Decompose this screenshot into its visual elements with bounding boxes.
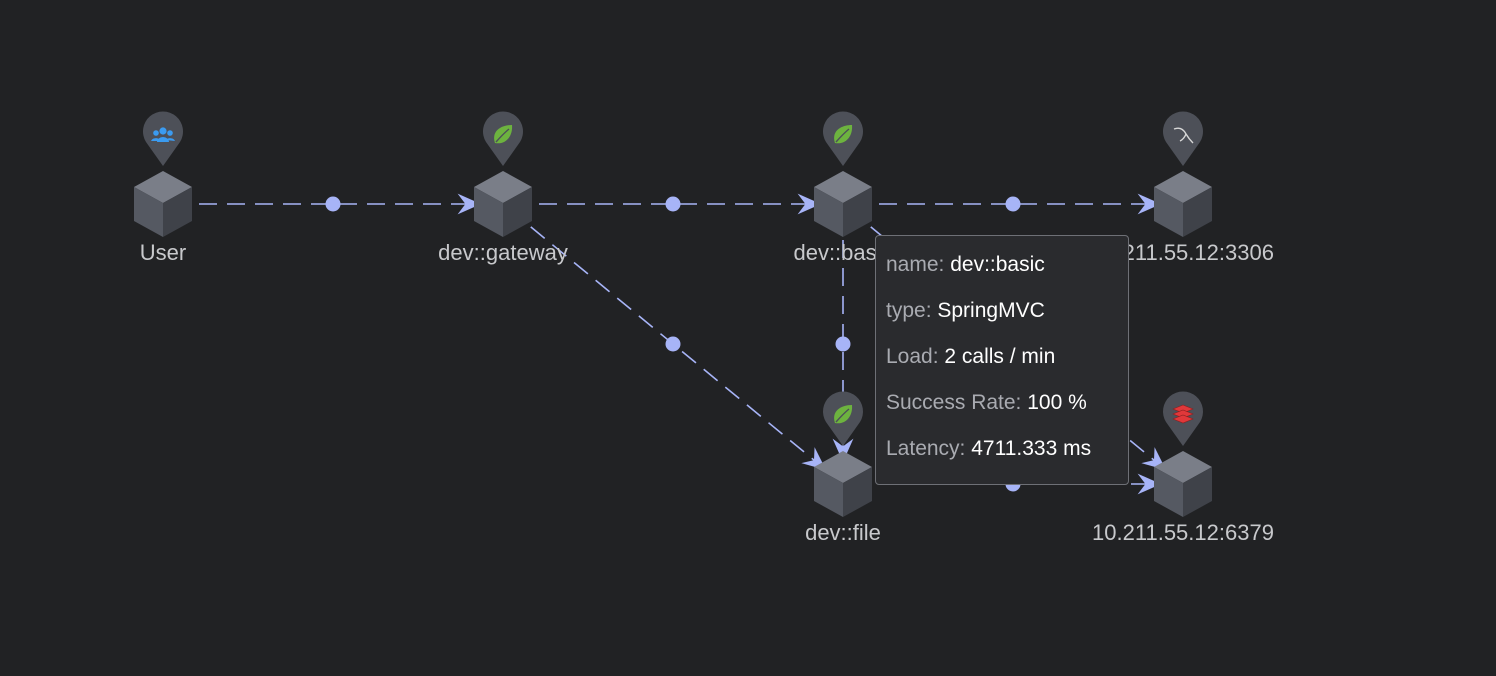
edge-midpoint-dot[interactable]: [665, 196, 681, 212]
tooltip-key: name:: [886, 253, 945, 276]
node-cube[interactable]: [474, 171, 532, 237]
node-label-user: User: [139, 240, 187, 265]
tooltip-row-type: type: SpringMVC: [886, 300, 1118, 346]
mysql-dolphin-icon: [1163, 111, 1204, 166]
edge-midpoint-dot[interactable]: [1005, 196, 1021, 212]
node-label-gateway: dev::gateway: [438, 240, 568, 265]
tooltip-row-load: Load: 2 calls / min: [886, 346, 1118, 392]
node-cube[interactable]: [1154, 171, 1212, 237]
spring-leaf-icon: [823, 111, 864, 166]
tooltip-key: type:: [886, 299, 932, 322]
node-user[interactable]: [134, 111, 192, 237]
node-redis[interactable]: [1154, 391, 1212, 517]
nodes-layer: [134, 111, 1212, 517]
node-label-file: dev::file: [805, 520, 881, 545]
tooltip-value: 100 %: [1027, 391, 1087, 414]
tooltip-value: SpringMVC: [937, 299, 1045, 322]
redis-stack-icon: [1163, 391, 1203, 446]
tooltip-key: Latency:: [886, 437, 966, 460]
node-cube[interactable]: [134, 171, 192, 237]
edge-gateway-basic[interactable]: [539, 193, 821, 215]
spring-leaf-icon: [483, 111, 523, 166]
edge-user-gateway[interactable]: [199, 193, 481, 215]
edge-midpoint-dot[interactable]: [325, 196, 341, 212]
node-mysql[interactable]: [1154, 111, 1212, 237]
tooltip-value: 4711.333 ms: [971, 437, 1092, 460]
edge-midpoint-dot[interactable]: [665, 336, 681, 352]
tooltip-value: 2 calls / min: [944, 345, 1056, 368]
node-gateway[interactable]: [474, 111, 532, 237]
node-cube[interactable]: [814, 171, 872, 237]
tooltip-value: dev::basic: [950, 253, 1045, 276]
edge-gateway-file[interactable]: [530, 226, 827, 471]
spring-leaf-icon: [823, 391, 864, 446]
users-icon: [143, 111, 184, 166]
edge-line[interactable]: [530, 226, 827, 471]
node-label-redis: 10.211.55.12:6379: [1092, 520, 1274, 545]
tooltip-row-latency: Latency: 4711.333 ms: [886, 438, 1118, 484]
node-tooltip: name: dev::basic type: SpringMVC Load: 2…: [875, 235, 1129, 485]
node-cube[interactable]: [1154, 451, 1212, 517]
edge-midpoint-dot[interactable]: [835, 336, 851, 352]
tooltip-row-name: name: dev::basic: [886, 254, 1118, 300]
tooltip-row-success-rate: Success Rate: 100 %: [886, 392, 1118, 438]
tooltip-key: Success Rate:: [886, 391, 1022, 414]
edge-basic-mysql[interactable]: [879, 193, 1161, 215]
node-file[interactable]: [814, 391, 872, 517]
node-cube[interactable]: [814, 451, 872, 517]
node-basic[interactable]: [814, 111, 872, 237]
tooltip-key: Load:: [886, 345, 939, 368]
